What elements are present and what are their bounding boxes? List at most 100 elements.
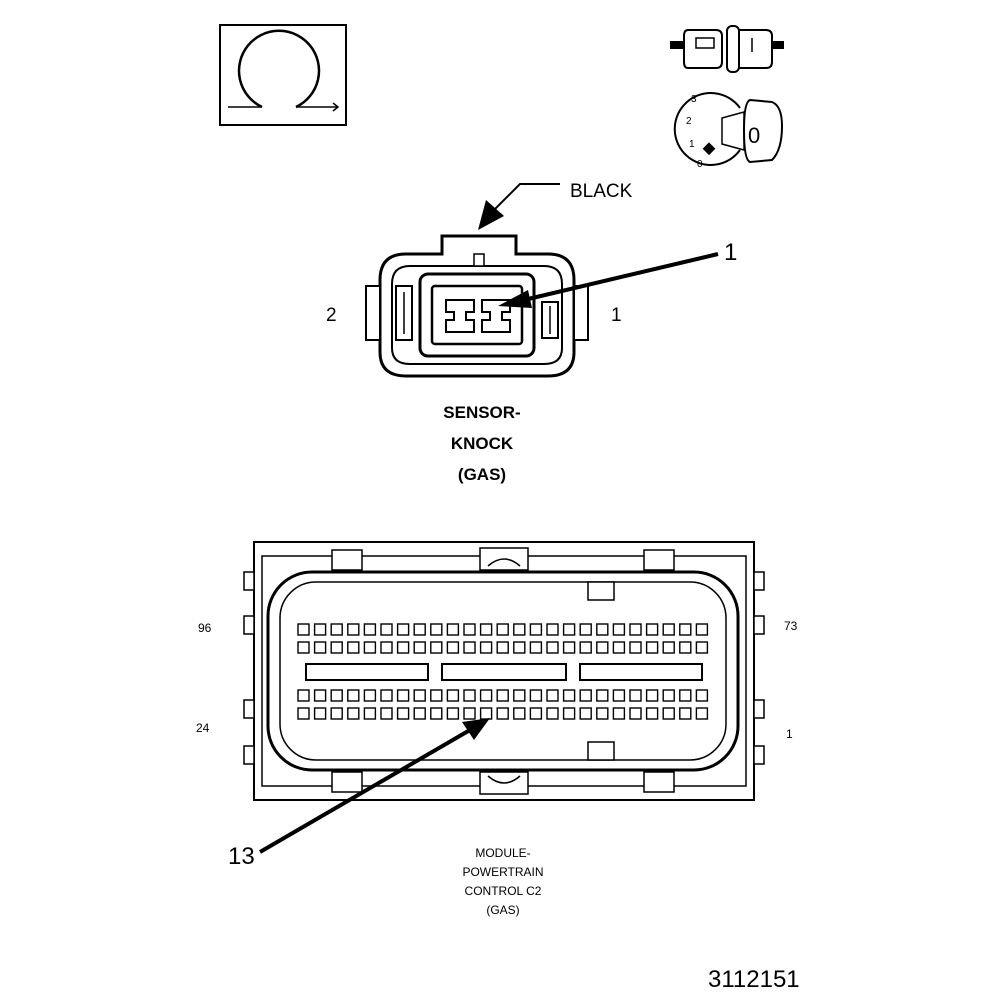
pin-24-label: 24 bbox=[196, 721, 210, 735]
wire-color-leader bbox=[478, 183, 560, 230]
pin-cavity bbox=[347, 707, 360, 720]
pin-cavity bbox=[479, 623, 493, 636]
pin-cavity bbox=[579, 623, 592, 636]
pin-cavity bbox=[529, 707, 543, 720]
pin-cavity bbox=[513, 641, 526, 654]
callout-1-number: 1 bbox=[724, 239, 737, 266]
pin-cavity bbox=[695, 641, 709, 654]
pin-cavity bbox=[529, 641, 543, 654]
pin-cavity bbox=[546, 707, 559, 720]
pin-cavity bbox=[413, 689, 426, 702]
pin-cavity bbox=[679, 707, 692, 720]
callout-13-number: 13 bbox=[228, 843, 255, 870]
key-position-1: 1 bbox=[689, 139, 695, 150]
pin-cavity bbox=[629, 641, 642, 654]
sensor-title-line-1: SENSOR- bbox=[443, 403, 520, 422]
pin-cavity bbox=[380, 707, 393, 720]
pin-cavity bbox=[562, 623, 576, 636]
pin-cavity bbox=[313, 623, 327, 636]
pin-cavity bbox=[662, 707, 675, 720]
pin-cavity bbox=[662, 623, 675, 636]
pin-cavity bbox=[396, 689, 410, 702]
pin-cavity bbox=[363, 623, 377, 636]
pin-cavity bbox=[629, 623, 642, 636]
key-position-2: 2 bbox=[686, 116, 692, 127]
ignition-key-icon bbox=[673, 92, 784, 166]
knock-sensor-connector bbox=[365, 234, 589, 378]
pin-cavity bbox=[645, 689, 659, 702]
pin-cavity bbox=[596, 623, 609, 636]
pcm-title-line-4: (GAS) bbox=[486, 903, 519, 917]
sensor-title-line-3: (GAS) bbox=[458, 465, 506, 484]
pin-cavity bbox=[645, 707, 659, 720]
pin-cavity bbox=[413, 641, 426, 654]
pin-cavity bbox=[496, 707, 509, 720]
pin-cavity bbox=[562, 707, 576, 720]
pin-cavity bbox=[396, 707, 410, 720]
pin-cavity bbox=[679, 689, 692, 702]
pin-cavity bbox=[679, 641, 692, 654]
sensor-title-line-2: KNOCK bbox=[451, 434, 514, 453]
pin-cavity bbox=[479, 707, 493, 720]
pin-cavity bbox=[612, 707, 626, 720]
pin-cavity bbox=[363, 641, 377, 654]
pin-cavity bbox=[479, 689, 493, 702]
pin-cavity bbox=[529, 623, 543, 636]
pin-cavity bbox=[645, 623, 659, 636]
pin-cavity bbox=[413, 707, 426, 720]
pin-cavity bbox=[413, 623, 426, 636]
pcm-title-line-2: POWERTRAIN bbox=[462, 865, 543, 879]
pin-cavity bbox=[546, 689, 559, 702]
pin-cavity bbox=[430, 707, 443, 720]
pin-cavity bbox=[579, 641, 592, 654]
pin-cavity bbox=[463, 641, 476, 654]
pin-cavity bbox=[596, 641, 609, 654]
pin-cavity bbox=[662, 641, 675, 654]
pcm-title-line-3: CONTROL C2 bbox=[465, 884, 542, 898]
pin-cavity bbox=[297, 707, 310, 720]
pin-cavity bbox=[513, 623, 526, 636]
figure-number: 3112151 bbox=[708, 966, 800, 993]
pin-cavity bbox=[463, 623, 476, 636]
pin-cavity bbox=[496, 623, 509, 636]
pin-cavity bbox=[313, 707, 327, 720]
pin-cavity bbox=[562, 641, 576, 654]
pin-cavity bbox=[612, 623, 626, 636]
pin-2-label: 2 bbox=[326, 305, 337, 326]
pin-cavity bbox=[330, 689, 343, 702]
pcm-pin-cavities bbox=[297, 623, 709, 720]
callout-1-leader bbox=[498, 252, 719, 308]
pin-cavity bbox=[297, 641, 310, 654]
pin-cavity bbox=[430, 623, 443, 636]
pin-cavity bbox=[430, 689, 443, 702]
pin-cavity bbox=[347, 623, 360, 636]
pin-cavity bbox=[695, 689, 709, 702]
pin-cavity bbox=[347, 689, 360, 702]
pin-cavity bbox=[396, 641, 410, 654]
pin-cavity bbox=[612, 689, 626, 702]
pin-cavity bbox=[695, 707, 709, 720]
connector-disconnect-icon bbox=[670, 25, 784, 73]
pin-cavity bbox=[446, 623, 460, 636]
pin-cavity bbox=[297, 623, 310, 636]
pin-cavity bbox=[596, 707, 609, 720]
pin-cavity bbox=[695, 623, 709, 636]
pin-cavity bbox=[463, 707, 476, 720]
key-position-0: 0 bbox=[697, 159, 703, 170]
pin-cavity bbox=[479, 641, 493, 654]
pin-cavity bbox=[513, 689, 526, 702]
pin-1-label: 1 bbox=[611, 305, 622, 326]
callout-13-leader bbox=[258, 718, 490, 854]
pin-96-label: 96 bbox=[198, 621, 212, 635]
pin-1-pcm-label: 1 bbox=[786, 727, 793, 741]
pin-cavity bbox=[347, 641, 360, 654]
pin-cavity bbox=[496, 641, 509, 654]
pin-cavity bbox=[380, 689, 393, 702]
pin-cavity bbox=[363, 689, 377, 702]
pin-cavity bbox=[496, 689, 509, 702]
pin-cavity bbox=[629, 707, 642, 720]
key-position-3: 3 bbox=[691, 94, 697, 105]
pin-cavity bbox=[546, 623, 559, 636]
pin-cavity bbox=[596, 689, 609, 702]
